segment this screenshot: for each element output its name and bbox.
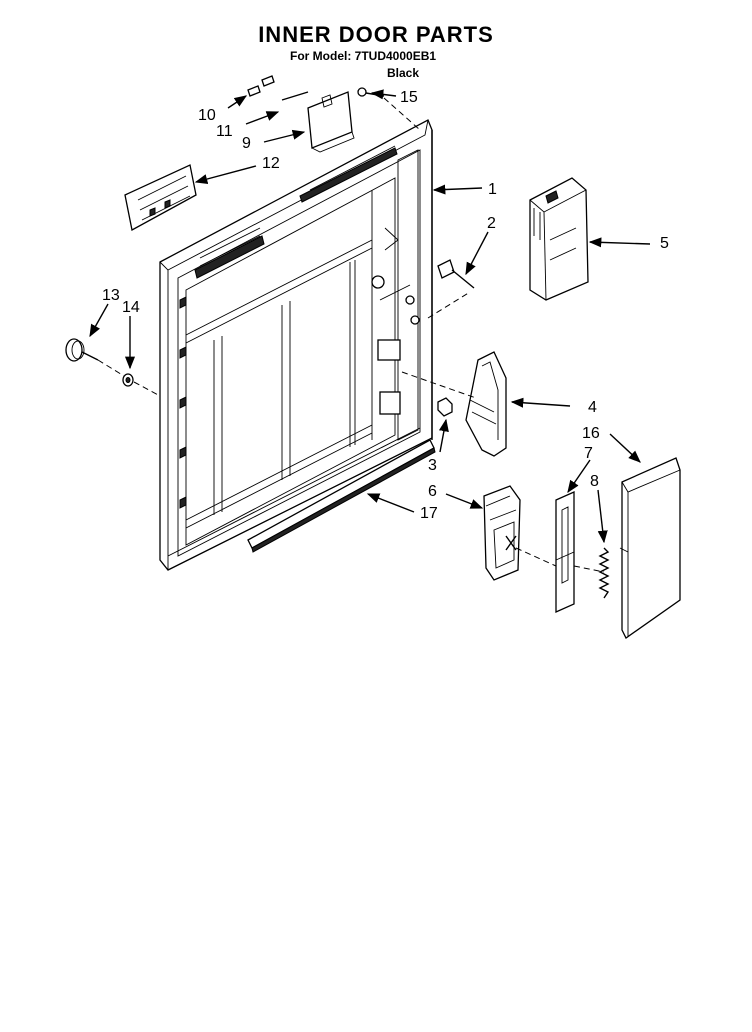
callout-11: 11 — [216, 123, 233, 140]
nut — [437, 397, 453, 417]
latch-arm — [465, 351, 507, 457]
leader-arrows — [89, 89, 651, 544]
callout-4: 4 — [588, 399, 597, 416]
slider-plate — [555, 490, 575, 614]
inner-door-panel — [159, 119, 433, 571]
hinge-pin — [437, 259, 475, 289]
latch-cover — [307, 91, 355, 153]
cover-panel — [619, 457, 681, 639]
callout-17: 17 — [420, 505, 438, 522]
callout-10: 10 — [198, 107, 216, 124]
callout-8: 8 — [590, 473, 599, 490]
callout-labels: 1 2 3 4 5 6 7 8 9 10 11 12 13 14 15 16 1… — [102, 89, 669, 522]
vent-grille — [124, 164, 197, 231]
callout-7: 7 — [584, 445, 593, 462]
callout-5: 5 — [660, 235, 669, 252]
screw-10 — [247, 75, 275, 97]
alignment-lines — [97, 97, 605, 573]
callout-16: 16 — [582, 425, 600, 442]
callout-3: 3 — [428, 457, 437, 474]
callout-6: 6 — [428, 483, 437, 500]
bottom-seal-strip — [247, 439, 436, 553]
screw-15 — [357, 87, 385, 97]
callout-15: 15 — [400, 89, 418, 106]
callout-1: 1 — [488, 181, 497, 198]
model-number: For Model: 7TUD4000EB1 — [290, 49, 437, 63]
spring — [598, 547, 610, 599]
knob — [65, 338, 99, 362]
color-label: Black — [387, 66, 420, 80]
washer — [122, 373, 134, 387]
callout-12: 12 — [262, 155, 280, 172]
latch-housing — [529, 177, 589, 301]
callout-2: 2 — [487, 215, 496, 232]
diagram-title: INNER DOOR PARTS — [258, 22, 494, 47]
pin-11 — [281, 91, 309, 101]
callout-14: 14 — [122, 299, 140, 316]
callout-9: 9 — [242, 135, 251, 152]
callout-13: 13 — [102, 287, 120, 304]
latch-body — [483, 485, 521, 581]
